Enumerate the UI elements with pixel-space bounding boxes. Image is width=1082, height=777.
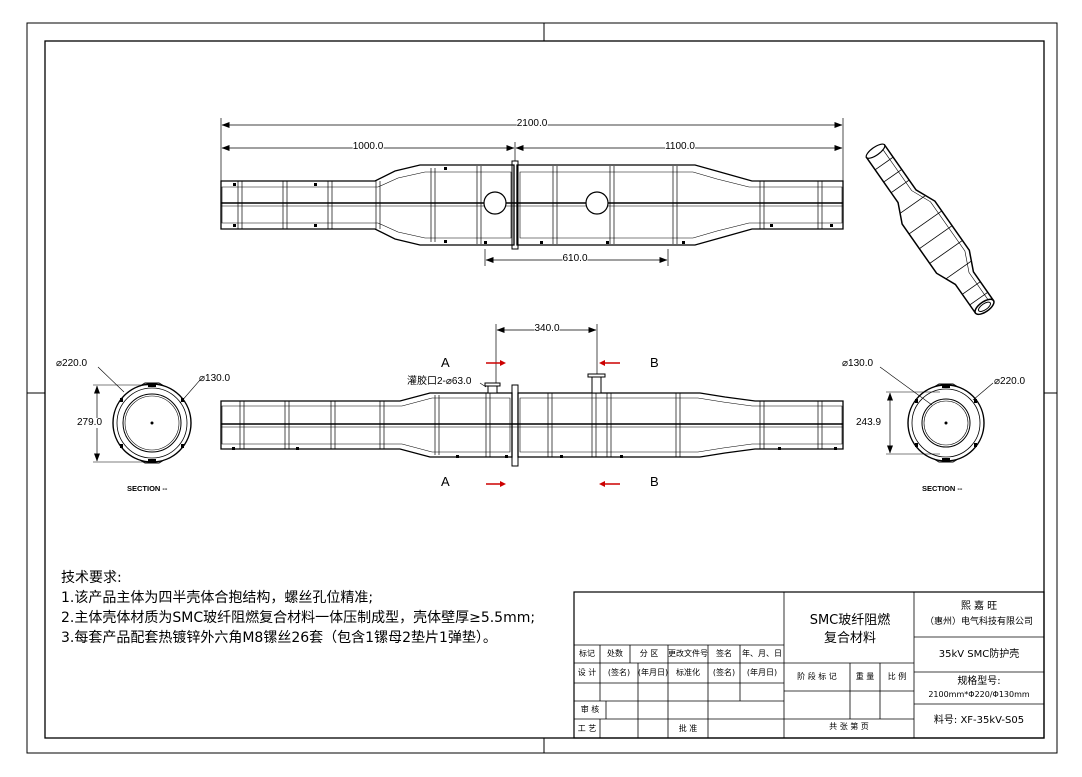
stage-mark-header: 阶 段 标 记 (797, 672, 837, 681)
company-name: 熙 嘉 旺 (960, 601, 998, 612)
section-mark-a-top: A (441, 355, 450, 370)
tech-notes-title: 技术要求: (61, 570, 122, 586)
standardization-sign: (签名) (712, 668, 736, 677)
dim-right-height: 243.9 (856, 417, 882, 428)
rev-header-date: 年、月、日 (742, 649, 782, 658)
fill-port-label: 灌胶口2-⌀63.0 (407, 376, 472, 387)
section-arrows (486, 360, 620, 487)
dim-left-inner-dia: ⌀130.0 (199, 373, 231, 384)
section-label-left: SECTION -- (127, 484, 168, 493)
section-label-right: SECTION -- (922, 484, 963, 493)
standardization-date: (年月日) (746, 668, 778, 677)
section-mark-b-bottom: B (650, 474, 659, 489)
right-section-view (879, 366, 994, 463)
design-date: (年月日) (637, 668, 669, 677)
review-label: 审 核 (580, 705, 600, 714)
spec-label: 规格型号: (957, 676, 1001, 687)
isometric-view (865, 143, 995, 316)
design-label: 设 计 (577, 668, 597, 677)
weight-header: 重 量 (855, 672, 875, 681)
tech-note-item: 3.每套产品配套热镀锌外六角M8镙丝26套（包含1镙母2垫片1弹垫）。 (61, 630, 497, 646)
approve-label: 批 准 (678, 724, 698, 733)
tech-note-item: 1.该产品主体为四半壳体合抱结构，螺丝孔位精准; (61, 590, 374, 606)
fill-port-a (484, 382, 501, 394)
sheet-border (26, 22, 1058, 754)
rev-header-mark: 标记 (579, 649, 595, 658)
top-view-dimensions (220, 118, 844, 266)
dim-left-outer-dia: ⌀220.0 (56, 358, 88, 369)
dim-port-spacing: 340.0 (534, 323, 560, 334)
material-line2: 复合材料 (823, 630, 876, 646)
fill-port-b (587, 373, 606, 394)
process-label: 工 艺 (577, 724, 597, 733)
top-view (220, 160, 844, 250)
design-sign: (签名) (607, 668, 631, 677)
material-name: SMC玻纤阻燃 复合材料 (790, 612, 910, 647)
tech-note-item: 2.主体壳体材质为SMC玻纤阻燃复合材料一体压制成型，壳体壁厚≥5.5mm; (61, 610, 536, 626)
rev-header-doc: 更改文件号 (668, 649, 708, 658)
dim-left-length: 1000.0 (352, 141, 384, 152)
section-mark-b-top: B (650, 355, 659, 370)
rev-header-count: 处数 (607, 649, 623, 658)
material-line1: SMC玻纤阻燃 (809, 613, 891, 628)
dim-left-height: 279.0 (77, 417, 103, 428)
standardization-label: 标准化 (676, 668, 700, 677)
company-full-name: （惠州）电气科技有限公司 (924, 617, 1034, 627)
dim-flange-span: 610.0 (562, 253, 588, 264)
dim-right-inner-dia: ⌀130.0 (842, 358, 874, 369)
dim-right-outer-dia: ⌀220.0 (994, 376, 1026, 387)
rev-header-zone: 分 区 (639, 649, 659, 658)
product-name: 35kV SMC防护壳 (938, 649, 1020, 660)
side-view (220, 373, 844, 467)
dim-overall-length: 2100.0 (516, 118, 548, 129)
dim-right-length: 1100.0 (665, 141, 695, 152)
spec-value: 2100mm*Φ220/Φ130mm (928, 690, 1030, 699)
part-number: 料号: XF-35kV-S05 (933, 715, 1025, 726)
sheet-info: 共 张 第 页 (829, 722, 869, 731)
title-block-grid (573, 591, 1045, 739)
rev-header-sign: 签名 (716, 649, 732, 658)
scale-header: 比 例 (887, 672, 907, 681)
section-mark-a-bottom: A (441, 474, 450, 489)
left-section-view (93, 366, 201, 464)
